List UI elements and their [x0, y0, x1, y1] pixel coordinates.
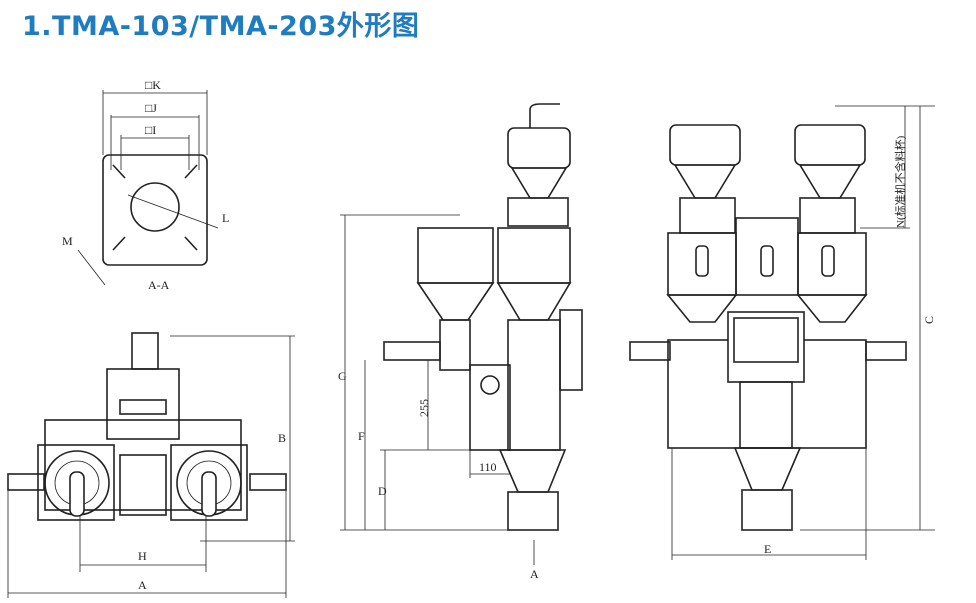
dim-j-label: □J — [145, 101, 157, 115]
base-plate-view: □K □J □I L M A-A — [62, 78, 229, 292]
dim-c-label: C — [922, 316, 936, 324]
dim-110-label: 110 — [479, 460, 497, 474]
front-view: E C N(标准机不含料杯) — [629, 105, 936, 560]
top-view: H A B — [7, 332, 295, 598]
dim-255-label: 255 — [417, 399, 431, 417]
dim-a-label: A — [138, 578, 147, 592]
section-label: A-A — [148, 278, 170, 292]
dim-f-label: F — [358, 429, 365, 443]
dim-g-label: G — [338, 369, 347, 383]
dim-l-label: L — [222, 211, 229, 225]
dim-d-label: D — [378, 484, 387, 498]
side-view: G F D 255 110 A — [338, 103, 583, 581]
dim-k-label: □K — [145, 78, 161, 92]
dim-i-label: □I — [145, 123, 156, 137]
dim-e-label: E — [764, 542, 771, 556]
section-arrow-label: A — [530, 567, 539, 581]
dim-m-label: M — [62, 234, 73, 248]
dim-n-label: N(标准机不含料杯) — [893, 135, 907, 228]
page-title: 1.TMA-103/TMA-203外形图 — [22, 11, 420, 42]
dim-h-label: H — [138, 549, 147, 563]
dim-b-label: B — [278, 431, 286, 445]
